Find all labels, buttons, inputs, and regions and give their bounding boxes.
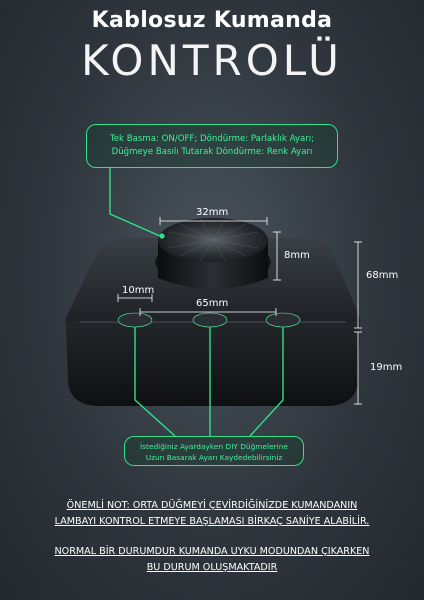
diy-button-middle (192, 312, 228, 328)
callout-line-right (249, 327, 284, 437)
title-line-2: KONTROLÜ (81, 36, 343, 85)
diy-button-right (265, 312, 301, 328)
note-line-4: BU DURUM OLUŞMAKTADIR (146, 562, 278, 573)
diy-buttons (117, 312, 301, 328)
callout-diy-line-2: Uzun Basarak Ayarı Kaydedebilirsiniz (145, 453, 283, 462)
callout-knob-line-2: Düğmeye Basılı Tutarak Döndürme: Renk Ay… (111, 147, 313, 157)
note-line-1: ÖNEMLİ NOT: ORTA DÜĞMEYİ ÇEVİRDİĞİNİZDE … (66, 500, 358, 511)
callout-line-left (134, 327, 176, 437)
title-line-1: Kablosuz Kumanda (91, 8, 333, 33)
device-body-front (66, 322, 360, 406)
dim-total-height: 68mm (366, 270, 399, 281)
callout-diy-line-1: İstediğiniz Ayardayken DIY Düğmelerine (140, 442, 288, 451)
dim-button-width: 10mm (122, 285, 155, 296)
callout-diy-buttons: İstediğiniz Ayardayken DIY Düğmelerine U… (124, 436, 304, 466)
dim-knob-height: 8mm (284, 250, 310, 261)
callout-knob-line-1: Tek Basma: ON/OFF; Döndürme: Parlaklık A… (109, 134, 315, 144)
diy-button-left (117, 312, 153, 328)
note-line-2: LAMBAYI KONTROL ETMEYE BAŞLAMASI BİRKAÇ … (54, 516, 370, 527)
note-line-3: NORMAL BİR DURUMDUR KUMANDA UYKU MODUNDA… (54, 546, 370, 557)
dim-knob-width: 32mm (196, 207, 229, 218)
callout-knob-functions: Tek Basma: ON/OFF; Döndürme: Parlaklık A… (86, 124, 338, 168)
callout-line-top (109, 168, 161, 237)
dim-body-height: 19mm (370, 362, 403, 373)
dim-body-width: 65mm (196, 298, 229, 309)
